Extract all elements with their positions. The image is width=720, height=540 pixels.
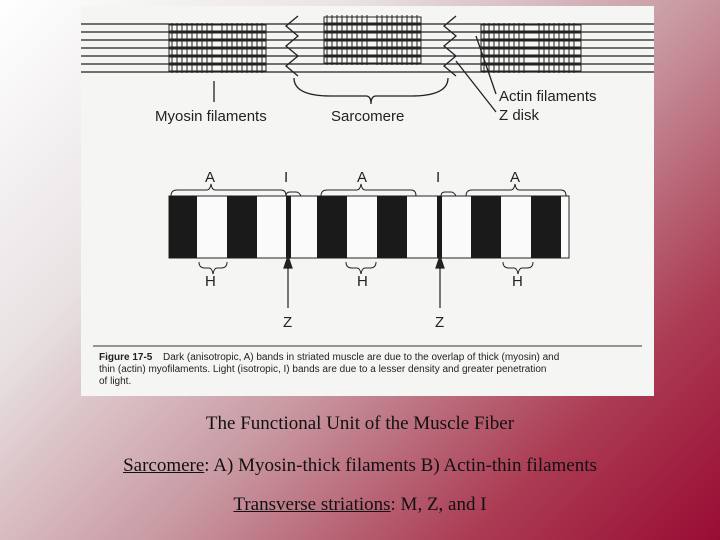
band-i2-label: I	[436, 169, 440, 186]
thick-filament	[480, 40, 582, 48]
caption-line-2: thin (actin) myofilaments. Light (isotro…	[99, 364, 546, 375]
thick-filament	[168, 40, 267, 48]
sarcomere-description: : A) Myosin-thick filaments B) Actin-thi…	[204, 455, 597, 476]
band-a3-label: A	[510, 169, 520, 186]
thick-filament	[480, 56, 582, 64]
striations-description: : M, Z, and I	[390, 494, 487, 515]
band-a2-label: A	[357, 169, 367, 186]
thick-filament	[323, 32, 422, 40]
sarcomere-term: Sarcomere	[123, 455, 205, 476]
h1-label: H	[205, 273, 216, 290]
actin-label: Actin filaments	[499, 88, 597, 105]
z1-label: Z	[283, 314, 292, 331]
thick-filament	[168, 64, 267, 72]
z-disk-left	[284, 15, 300, 77]
sarcomere-brace	[293, 77, 449, 105]
dark-a-band	[471, 196, 501, 258]
band-i1-label: I	[284, 169, 288, 186]
z-line	[286, 196, 291, 258]
myosin-filaments-left	[168, 23, 267, 73]
filament-diagram	[81, 15, 654, 113]
dark-a-band	[227, 196, 257, 258]
z-arrows	[283, 254, 445, 308]
band-a1-label: A	[205, 169, 215, 186]
caption-line-1: Dark (anisotropic, A) bands in striated …	[163, 352, 559, 363]
thick-filament	[323, 16, 422, 24]
thick-filament	[480, 64, 582, 72]
thick-filament	[168, 24, 267, 32]
caption-line-3: of light.	[99, 376, 131, 387]
thick-filament	[323, 24, 422, 32]
thick-filament	[480, 32, 582, 40]
myosin-filaments-middle	[323, 15, 422, 65]
thick-filament	[480, 24, 582, 32]
zdisk-label: Z disk	[499, 107, 540, 124]
dark-a-band	[317, 196, 347, 258]
z2-label: Z	[435, 314, 444, 331]
thick-filament	[168, 32, 267, 40]
thick-filament	[323, 40, 422, 48]
thick-filament	[323, 48, 422, 56]
myosin-filaments-right	[480, 23, 582, 73]
sarcomere-figure: Myosin filaments Sarcomere Actin filamen…	[81, 6, 654, 396]
z-line	[437, 196, 442, 258]
actin-pointer	[475, 35, 497, 95]
myosin-label: Myosin filaments	[155, 108, 267, 125]
caption-number: Figure 17-5	[99, 352, 153, 363]
thick-filament	[168, 48, 267, 56]
sarcomere-line: Sarcomere: A) Myosin-thick filaments B) …	[0, 455, 720, 477]
slide-title: The Functional Unit of the Muscle Fiber	[205, 413, 515, 434]
thick-filament	[480, 48, 582, 56]
figure-svg: Myosin filaments Sarcomere Actin filamen…	[81, 15, 654, 387]
dark-a-band	[531, 196, 561, 258]
thick-filament	[168, 56, 267, 64]
h-braces	[198, 261, 534, 275]
sarcomere-label: Sarcomere	[331, 108, 404, 125]
zdisk-pointer	[455, 60, 497, 113]
h3-label: H	[512, 273, 523, 290]
h2-label: H	[357, 273, 368, 290]
dark-a-band	[377, 196, 407, 258]
z-disk-right	[442, 15, 458, 77]
band-strip	[168, 195, 570, 259]
band-braces	[170, 183, 567, 197]
dark-a-band	[169, 196, 197, 258]
striations-line: Transverse striations: M, Z, and I	[0, 494, 720, 516]
thick-filament	[323, 56, 422, 64]
striations-term: Transverse striations	[233, 494, 391, 515]
